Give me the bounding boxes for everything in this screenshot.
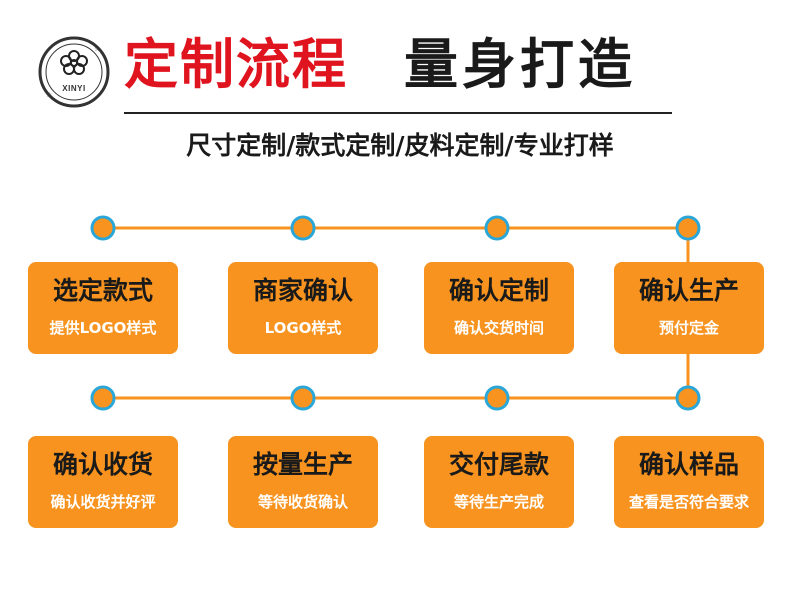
step-subtitle: 等待收货确认 (257, 493, 348, 511)
step-subtitle: 预付定金 (658, 319, 719, 337)
title-divider (124, 112, 672, 114)
step-title: 交付尾款 (448, 450, 549, 479)
step-title: 选定款式 (52, 276, 153, 305)
page-title-black: 量身打造 (404, 33, 636, 96)
node-7 (290, 385, 316, 411)
step-card-confirm-receipt: 确认收货 确认收货并好评 (28, 436, 178, 528)
svg-text:☆: ☆ (46, 91, 52, 99)
node-6 (484, 385, 510, 411)
node-5 (675, 385, 701, 411)
step-subtitle: 确认交货时间 (453, 319, 544, 337)
node-8 (90, 385, 116, 411)
step-card-confirm-sample: 确认样品 查看是否符合要求 (614, 436, 764, 528)
step-subtitle: 查看是否符合要求 (628, 493, 749, 511)
step-card-merchant-confirm: 商家确认 LOGO样式 (228, 262, 378, 354)
step-subtitle: 确认收货并好评 (50, 493, 156, 511)
step-subtitle: LOGO样式 (264, 319, 342, 337)
step-card-mass-production: 按量生产 等待收货确认 (228, 436, 378, 528)
step-title: 确认生产 (638, 276, 739, 305)
step-title: 确认样品 (638, 450, 739, 479)
step-card-final-payment: 交付尾款 等待生产完成 (424, 436, 574, 528)
node-4 (675, 215, 701, 241)
page-subtitle: 尺寸定制/款式定制/皮料定制/专业打样 (186, 131, 614, 160)
node-1 (90, 215, 116, 241)
step-card-confirm-custom: 确认定制 确认交货时间 (424, 262, 574, 354)
node-3 (484, 215, 510, 241)
step-title: 确认定制 (448, 276, 549, 305)
step-title: 确认收货 (52, 450, 153, 479)
svg-text:☆: ☆ (94, 45, 100, 53)
flower-logo-icon: ☆ ☆ (38, 36, 110, 108)
row2-nodes (90, 385, 701, 411)
step-card-confirm-production: 确认生产 预付定金 (614, 262, 764, 354)
row1-nodes (90, 215, 701, 241)
step-card-select-style: 选定款式 提供LOGO样式 (28, 262, 178, 354)
logo-text: XINYI (62, 84, 86, 93)
step-subtitle: 等待生产完成 (453, 493, 544, 511)
step-subtitle: 提供LOGO样式 (49, 319, 157, 337)
step-title: 商家确认 (252, 276, 353, 305)
page-title-red: 定制流程 (124, 33, 348, 96)
brand-logo: ☆ ☆ XINYI (36, 34, 112, 110)
step-title: 按量生产 (252, 450, 353, 479)
node-2 (290, 215, 316, 241)
